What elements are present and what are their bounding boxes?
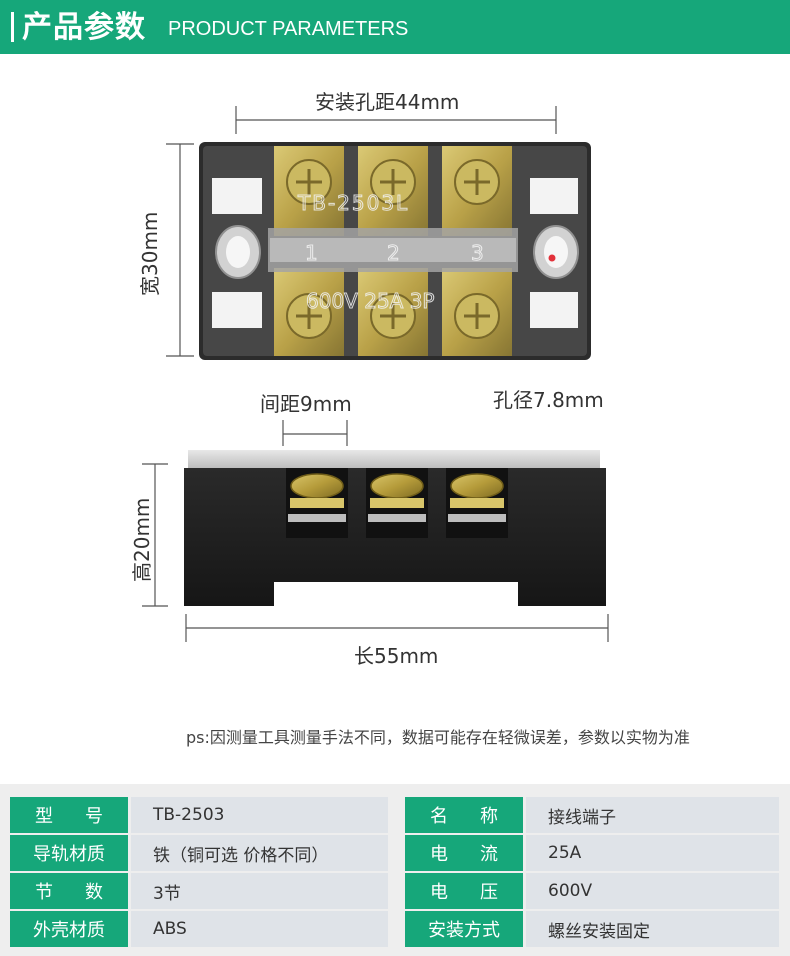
spec-row-sections: 节数 3节 [10, 873, 388, 909]
spec-value: 25A [526, 835, 779, 871]
spec-row-name: 名称 接线端子 [405, 797, 779, 833]
label-length: 长55mm [354, 644, 439, 668]
spec-row-current: 电流 25A [405, 835, 779, 871]
header-title-cn: 产品参数 [22, 10, 146, 45]
spec-key: 电压 [405, 873, 523, 909]
spec-row-voltage: 电压 600V [405, 873, 779, 909]
spec-value: 接线端子 [526, 797, 779, 833]
spec-value: 铁（铜可选 价格不同） [131, 835, 388, 871]
marking-pos-2: 2 [387, 241, 400, 265]
header-title-en: PRODUCT PARAMETERS [168, 18, 409, 40]
spec-value: 600V [526, 873, 779, 909]
product-diagram: TB-2503L 1 2 3 600V 25A 3P [0, 54, 790, 784]
spec-key: 导轨材质 [10, 835, 128, 871]
spec-row-rail-material: 导轨材质 铁（铜可选 价格不同） [10, 835, 388, 871]
spec-row-model: 型号 TB-2503 [10, 797, 388, 833]
spec-table: 型号 TB-2503 导轨材质 铁（铜可选 价格不同） 节数 3节 外壳材质 A… [0, 784, 790, 956]
header-accent-bar [11, 12, 14, 42]
label-height: 高20mm [130, 497, 154, 582]
side-view-terminal [184, 450, 606, 606]
top-view-terminal [199, 142, 591, 360]
marking-pos-1: 1 [305, 241, 318, 265]
label-mount-spacing: 安装孔距44mm [315, 90, 460, 114]
spec-key: 外壳材质 [10, 911, 128, 947]
spec-value: 螺丝安装固定 [526, 911, 779, 947]
spec-value: ABS [131, 911, 388, 947]
spec-key: 安装方式 [405, 911, 523, 947]
dim-height [142, 463, 168, 607]
label-hole-diameter: 孔径7.8mm [493, 388, 604, 412]
dim-pitch [282, 420, 348, 446]
product-illustration: TB-2503L 1 2 3 600V 25A 3P [142, 106, 609, 642]
spec-value: TB-2503 [131, 797, 388, 833]
label-width: 宽30mm [138, 211, 162, 296]
spec-key: 电流 [405, 835, 523, 871]
dim-mount-spacing [235, 106, 557, 134]
marking-pos-3: 3 [471, 241, 484, 265]
spec-key: 节数 [10, 873, 128, 909]
spec-key: 型号 [10, 797, 128, 833]
dim-width [166, 143, 194, 357]
page-header: 产品参数 PRODUCT PARAMETERS [0, 0, 790, 54]
measurement-note: ps:因测量工具测量手法不同，数据可能存在轻微误差，参数以实物为准 [186, 728, 690, 747]
dim-length [185, 614, 609, 642]
spec-key: 名称 [405, 797, 523, 833]
spec-row-install: 安装方式 螺丝安装固定 [405, 911, 779, 947]
label-pitch: 间距9mm [260, 392, 352, 416]
marking-rating: 600V 25A 3P [306, 289, 435, 313]
marking-model: TB-2503L [297, 191, 409, 215]
spec-value: 3节 [131, 873, 388, 909]
spec-row-shell-material: 外壳材质 ABS [10, 911, 388, 947]
